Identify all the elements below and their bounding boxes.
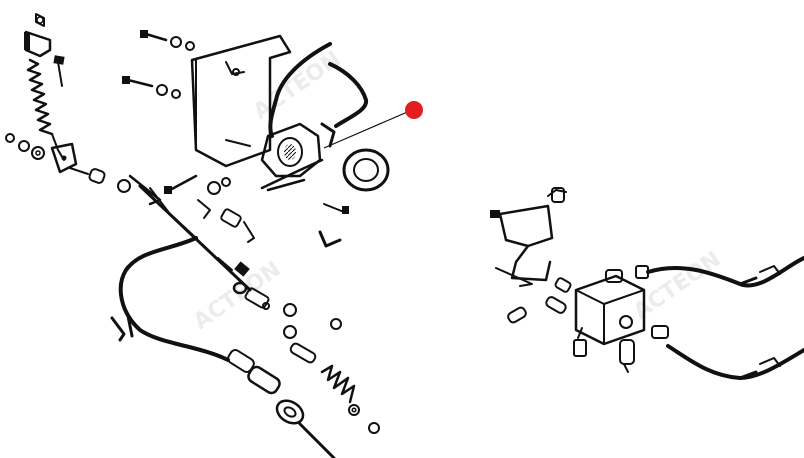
cable-end-fittings bbox=[227, 349, 336, 458]
left-washer-stack bbox=[5, 133, 45, 160]
return-spring-stack bbox=[283, 303, 380, 434]
rod-fork bbox=[232, 281, 270, 310]
switch-bracket bbox=[490, 187, 567, 287]
linkage-plate bbox=[50, 142, 78, 174]
upper-bolts bbox=[122, 30, 195, 99]
regulator-block bbox=[574, 265, 669, 373]
callout-leader-line bbox=[323, 109, 413, 149]
callout-marker[interactable] bbox=[405, 101, 423, 119]
bushing-left bbox=[69, 167, 131, 193]
small-pins-right bbox=[507, 277, 587, 357]
brake-lines bbox=[646, 256, 804, 380]
top-left-clip bbox=[24, 13, 52, 58]
bowden-cable bbox=[110, 236, 230, 362]
gasket-ring bbox=[342, 148, 390, 192]
callout bbox=[323, 101, 423, 149]
lower-bracket-hardware bbox=[164, 174, 255, 243]
valve-hoses bbox=[268, 42, 369, 148]
small-bolt-top bbox=[53, 55, 65, 87]
watermark-text-1: ACTEON bbox=[249, 47, 346, 125]
valve-small-parts bbox=[318, 203, 349, 248]
mounting-bracket bbox=[190, 34, 292, 168]
brake-rod bbox=[128, 174, 252, 292]
tension-spring bbox=[26, 58, 65, 161]
brake-valve-body bbox=[260, 122, 324, 192]
